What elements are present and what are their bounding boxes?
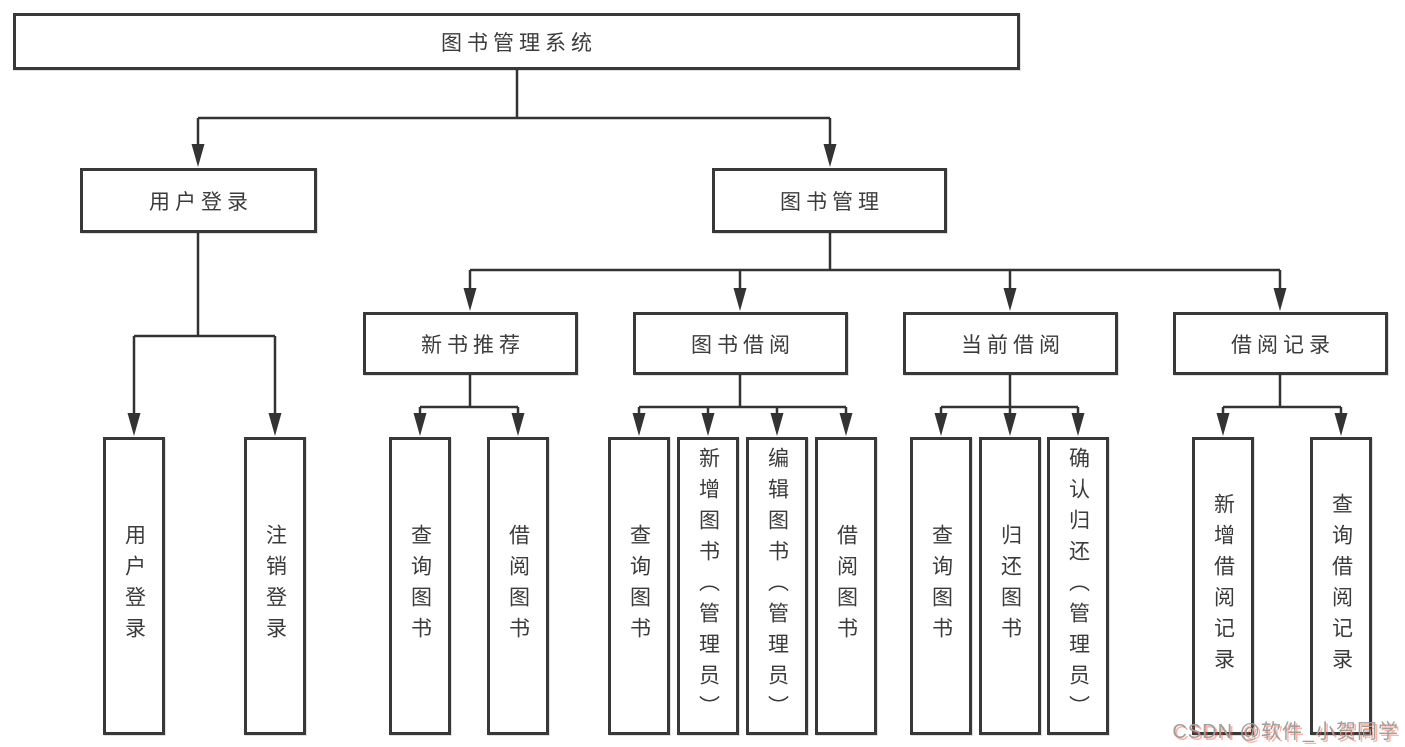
- leaf-edit-book-admin-label: 编辑图书（管理员）: [765, 446, 789, 726]
- node-root-label: 图书管理系统: [441, 31, 597, 55]
- leaf-query-books-borrow-label: 查询图书: [627, 524, 651, 648]
- leaf-borrow-books-recommend-label: 借阅图书: [506, 524, 530, 648]
- leaf-add-borrow-record-label: 新增借阅记录: [1211, 493, 1235, 679]
- leaf-confirm-return-admin-label: 确认归还（管理员）: [1066, 446, 1090, 726]
- node-current-borrow-label: 当前借阅: [961, 333, 1065, 357]
- leaf-query-books-borrow: 查询图书: [608, 437, 670, 735]
- node-borrow-records-label: 借阅记录: [1231, 333, 1335, 357]
- leaf-user-login: 用户登录: [103, 437, 165, 735]
- leaf-logout-label: 注销登录: [263, 524, 287, 648]
- leaf-logout: 注销登录: [244, 437, 306, 735]
- leaf-edit-book-admin: 编辑图书（管理员）: [746, 437, 808, 735]
- leaf-add-book-admin-label: 新增图书（管理员）: [696, 446, 720, 726]
- leaf-query-borrow-record: 查询借阅记录: [1310, 437, 1372, 735]
- arrowhead-icons: [127, 144, 1348, 436]
- leaf-query-books-recommend-label: 查询图书: [408, 524, 432, 648]
- node-user-login: 用户登录: [80, 168, 317, 233]
- node-new-book-recommend: 新书推荐: [363, 312, 578, 375]
- leaf-borrow-books: 借阅图书: [815, 437, 877, 735]
- node-user-login-label: 用户登录: [149, 190, 253, 214]
- leaf-confirm-return-admin: 确认归还（管理员）: [1047, 437, 1109, 735]
- leaf-borrow-books-recommend: 借阅图书: [487, 437, 549, 735]
- leaf-query-books-current-label: 查询图书: [929, 524, 953, 648]
- watermark: CSDN @软件_小贺同学: [1172, 721, 1399, 743]
- node-current-borrow: 当前借阅: [903, 312, 1118, 375]
- leaf-user-login-label: 用户登录: [122, 524, 146, 648]
- node-book-management: 图书管理: [712, 168, 947, 233]
- leaf-query-books-current: 查询图书: [910, 437, 972, 735]
- leaf-add-borrow-record: 新增借阅记录: [1192, 437, 1254, 735]
- node-borrow-records: 借阅记录: [1173, 312, 1388, 375]
- leaf-return-book-label: 归还图书: [998, 524, 1022, 648]
- node-book-management-label: 图书管理: [780, 190, 884, 214]
- leaf-query-books-recommend: 查询图书: [389, 437, 451, 735]
- node-new-book-recommend-label: 新书推荐: [421, 333, 525, 357]
- connector-lines: [132, 70, 1343, 416]
- node-book-borrow-label: 图书借阅: [691, 333, 795, 357]
- leaf-add-book-admin: 新增图书（管理员）: [677, 437, 739, 735]
- leaf-query-borrow-record-label: 查询借阅记录: [1329, 493, 1353, 679]
- node-book-borrow: 图书借阅: [633, 312, 848, 375]
- leaf-return-book: 归还图书: [979, 437, 1041, 735]
- node-root: 图书管理系统: [13, 13, 1020, 70]
- leaf-borrow-books-label: 借阅图书: [834, 524, 858, 648]
